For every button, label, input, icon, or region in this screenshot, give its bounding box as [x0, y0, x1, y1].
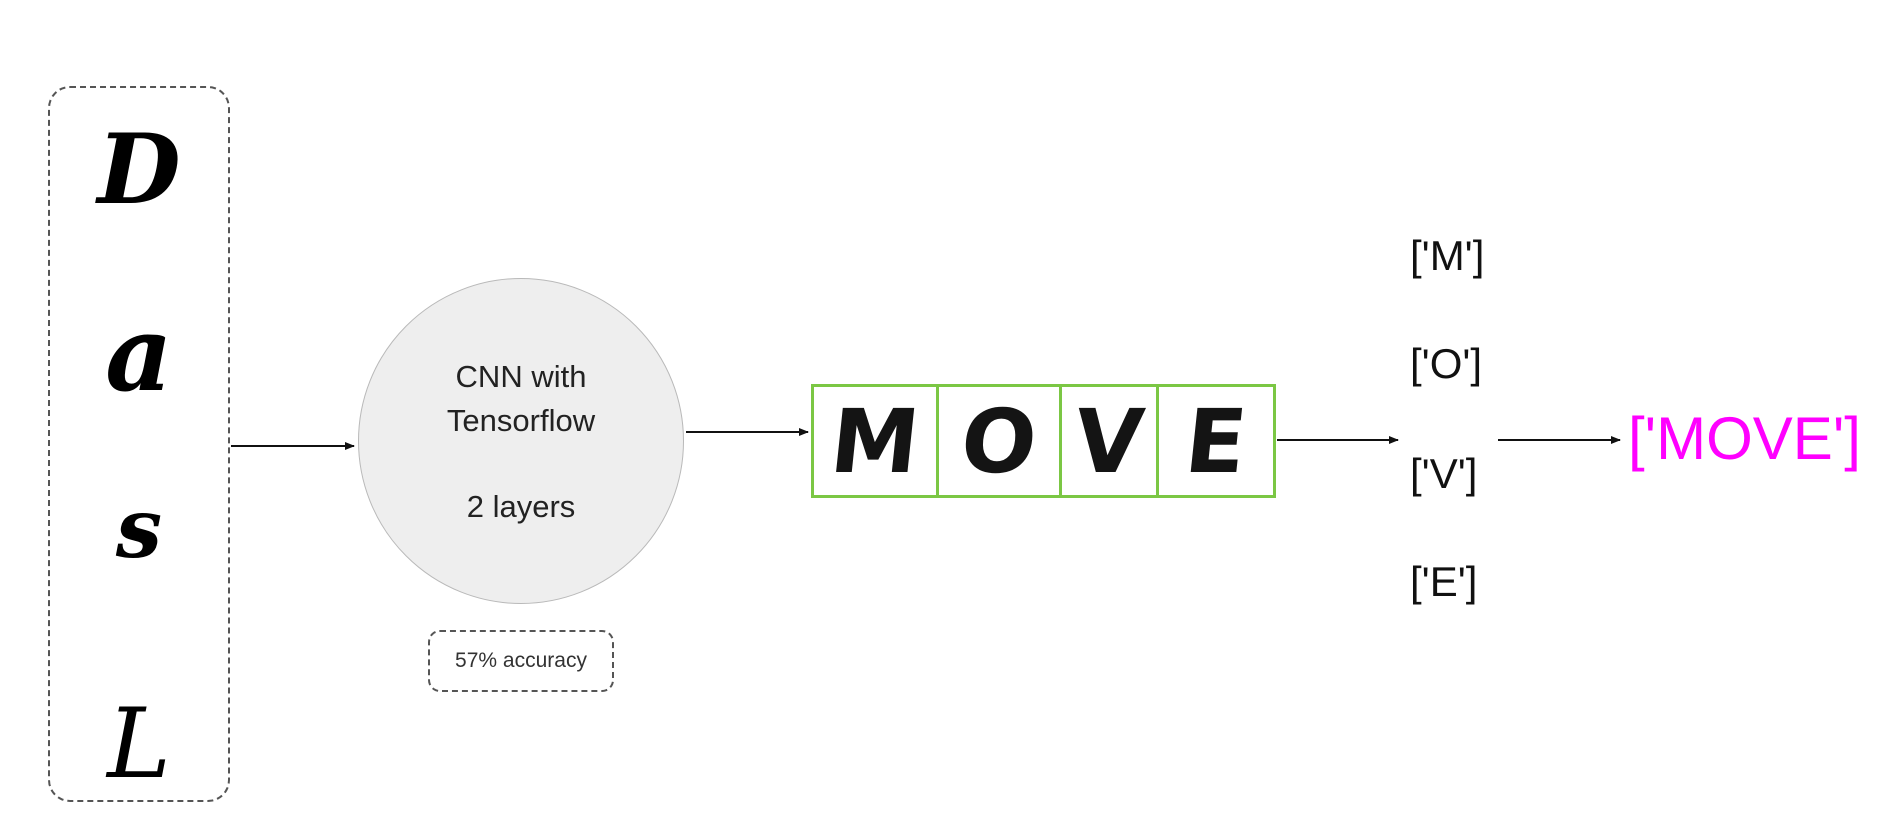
segmented-word: M O V E: [811, 384, 1276, 498]
sample-glyph-s: s: [115, 481, 163, 577]
prediction-v: ['V']: [1410, 450, 1478, 497]
input-samples-box: D a s L: [48, 86, 230, 802]
cnn-node: CNN with Tensorflow 2 layers: [358, 278, 684, 604]
sample-glyph-d: D: [97, 113, 181, 226]
final-output: ['MOVE']: [1628, 405, 1861, 472]
prediction-o: ['O']: [1410, 340, 1483, 387]
letter-segment-e: E: [1156, 384, 1276, 498]
letter-segment-m: M: [811, 384, 939, 498]
cnn-label-line2: Tensorflow: [446, 403, 596, 438]
cnn-label-line3: 2 layers: [466, 489, 576, 524]
prediction-e: ['E']: [1410, 558, 1478, 605]
sample-glyph-l: L: [107, 688, 171, 800]
sample-glyph-a: a: [105, 292, 173, 415]
letter-segment-o: O: [936, 384, 1062, 498]
cnn-label-line1: CNN with: [455, 359, 587, 394]
prediction-m: ['M']: [1410, 232, 1485, 279]
accuracy-badge: 57% accuracy: [428, 630, 614, 692]
